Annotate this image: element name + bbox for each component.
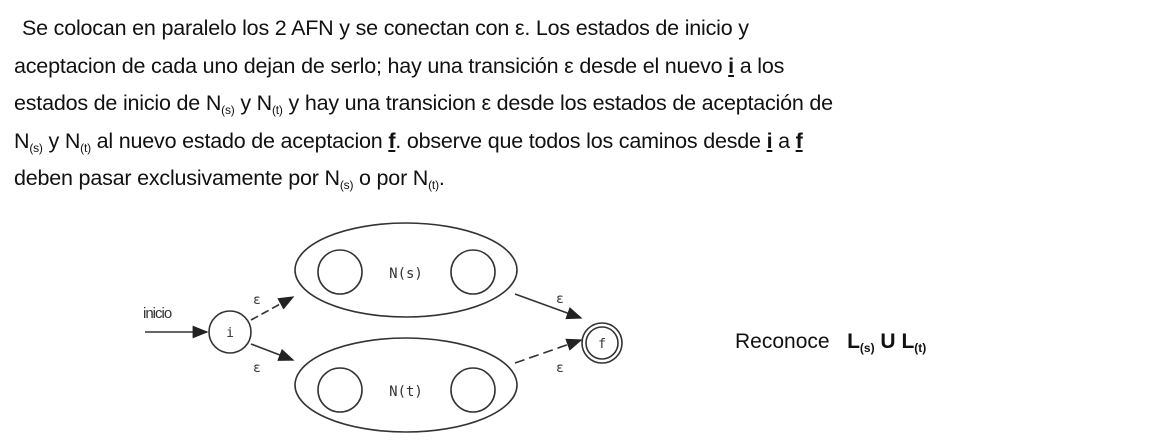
text-run: y hay una transicion ε desde los estados… [282,91,834,115]
subscript: (t) [428,178,439,192]
subscript: (t) [272,103,283,117]
text-run: estados de inicio de N [14,91,222,115]
epsilon-edge-i-s [250,296,295,321]
epsilon-label-s-f: ε [556,292,564,307]
final-state-inner [585,326,619,360]
recognizes-label: Reconoce L(s) U L(t) [735,330,926,354]
nfa-s-start-state [317,249,363,295]
nfa-t-ellipse [294,337,518,433]
description-paragraph: Se colocan en paralelo los 2 AFN y se co… [14,10,833,198]
language-t-sub: (t) [914,341,927,355]
paragraph-line: deben pasar exclusivamente por N(s) o po… [14,160,833,198]
paragraph-line: N(s) y N(t) al nuevo estado de aceptacio… [14,123,833,161]
epsilon-edge-i-t [250,343,295,361]
subscript: (t) [80,140,91,155]
text-run: y N [234,91,272,115]
state-name: i [766,128,773,153]
paragraph-line: Se colocan en paralelo los 2 AFN y se co… [14,10,833,48]
start-state-label: i [226,326,234,341]
final-state-label: f [598,337,606,352]
epsilon-label-t-f: ε [556,361,564,376]
text-run: . [438,166,445,190]
nfa-t-label: N(t) [389,384,423,400]
epsilon-label-i-t: ε [253,361,261,376]
paragraph-line: estados de inicio de N(s) y N(t) y hay u… [14,85,833,123]
nfa-s-accept-state [450,249,496,295]
language-s: L(s) [847,330,875,355]
state-name: i [728,53,734,78]
nfa-s-ellipse [294,222,518,318]
state-name: f [388,128,396,153]
subscript: (s) [29,140,43,155]
text-run: y N [42,128,81,153]
nfa-t-accept-state [450,367,496,413]
recognizes-text: Reconoce [735,330,830,353]
subscript: (s) [221,103,235,117]
state-name: f [795,128,803,153]
nfa-t-start-state [317,367,363,413]
subscript: (s) [339,178,354,192]
text-run: deben pasar exclusivamente por N [14,166,340,190]
text-run: Se colocan en paralelo los 2 AFN y se co… [22,16,749,40]
language-t-letter: L [901,330,915,353]
epsilon-edge-t-f [514,338,583,364]
paragraph-line: aceptacion de cada uno dejan de serlo; h… [14,48,833,86]
text-run: aceptacion de cada uno dejan de serlo; h… [14,53,729,78]
epsilon-label-i-s: ε [253,293,261,308]
language-s-letter: L [847,330,860,353]
text-run: N [14,128,30,153]
final-state-outer [581,322,623,364]
text-run: . observe que todos los caminos desde [395,128,767,153]
text-run: o por N [353,166,429,190]
text-run: a [772,128,796,153]
language-s-sub: (s) [859,341,875,355]
text-run: al nuevo estado de aceptacion [90,128,389,153]
start-label: inicio [143,305,172,322]
union-symbol: U [880,330,896,353]
epsilon-edge-s-f [514,293,583,320]
nfa-s-label: N(s) [389,266,423,282]
language-t: L(t) [901,330,927,355]
text-run: a los [733,53,785,78]
start-state [208,310,252,354]
